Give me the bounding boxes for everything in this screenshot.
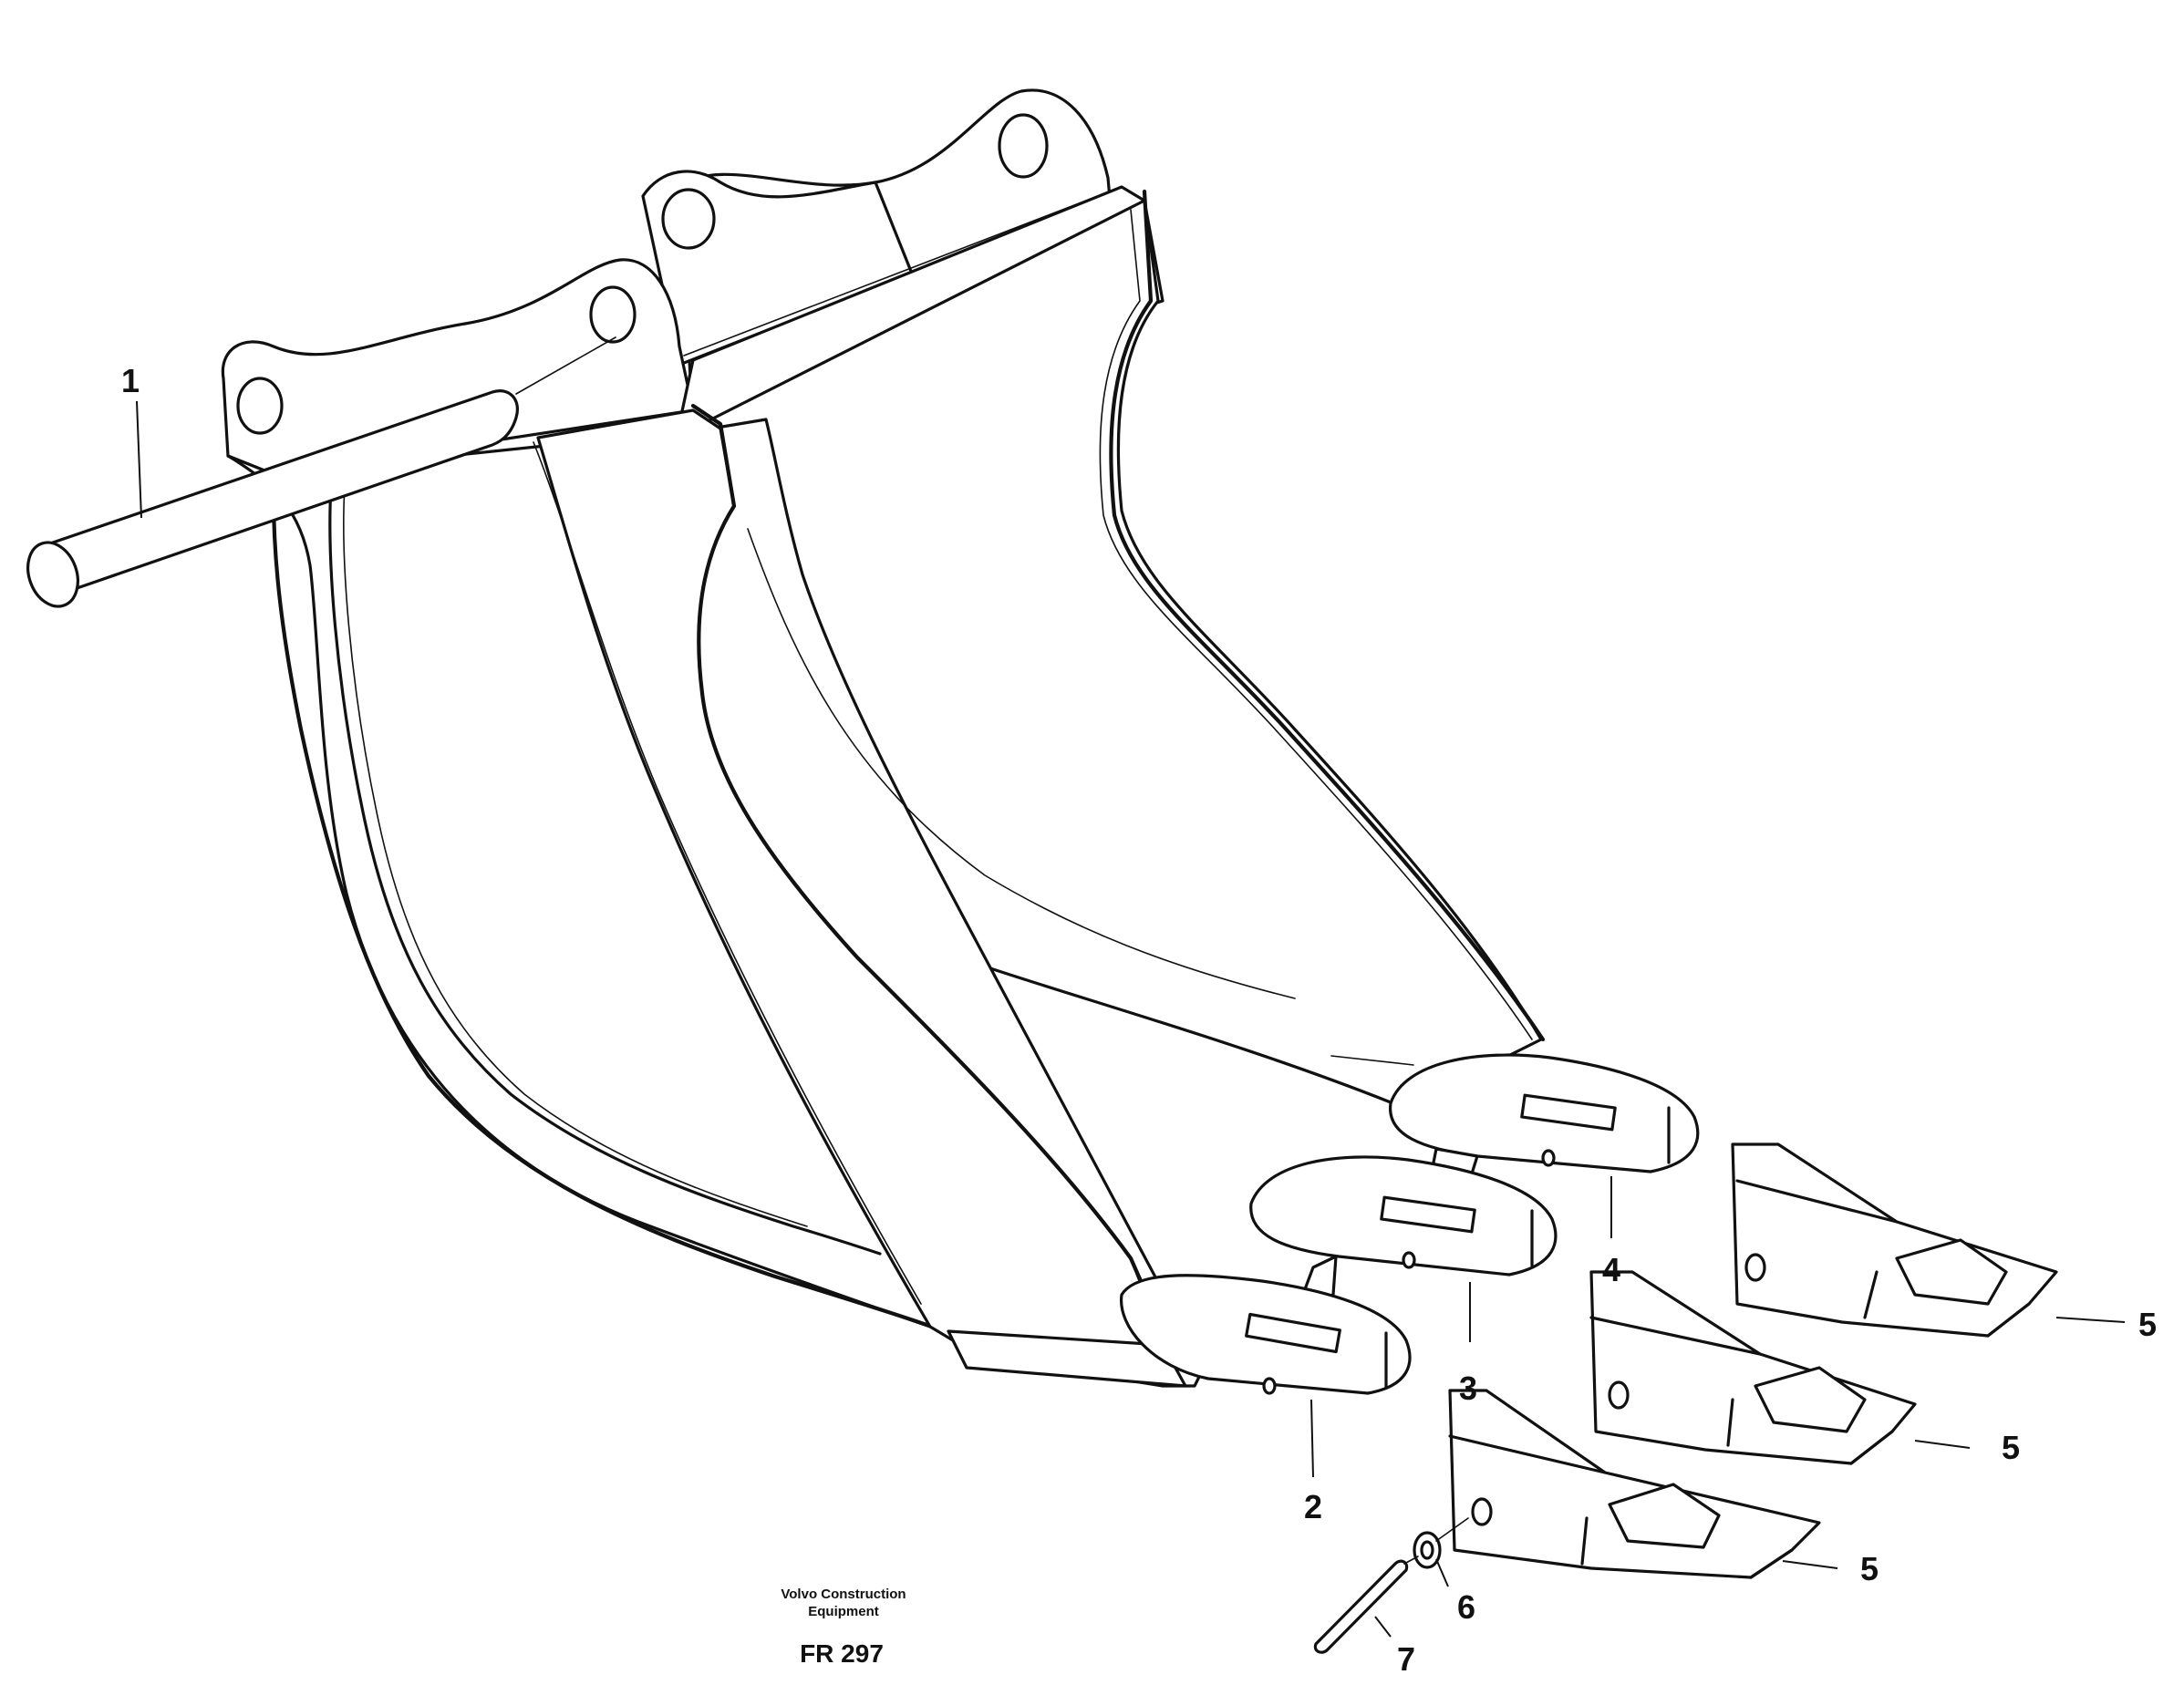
callout-4: 4 [1602, 1251, 1620, 1288]
lug-hole-left-outer [236, 377, 284, 435]
bucket-body [221, 88, 1546, 1388]
publisher-line-1: Volvo Construction [781, 1587, 906, 1602]
bucket-tooth-top [1731, 1142, 2058, 1338]
leader-lines [136, 400, 2126, 1638]
tooth-adapter-2 [1120, 1274, 1412, 1395]
tooth-adapter-3 [1249, 1155, 1558, 1306]
lug-hole-left-inner [589, 285, 637, 344]
publisher-line-2: Equipment [808, 1604, 879, 1619]
callout-labels: 1 2 3 4 5 5 5 6 7 [121, 362, 2157, 1678]
figure-credit: Volvo Construction Equipment FR 297 [781, 1587, 906, 1668]
lug-hole-middle [661, 188, 716, 250]
callout-2: 2 [1304, 1488, 1322, 1525]
callout-6: 6 [1457, 1588, 1475, 1626]
retainer-washer [1413, 1517, 1469, 1569]
bucket-tooth-middle [1589, 1270, 1917, 1465]
retainer-pin [1313, 1556, 1419, 1654]
bucket-pin [26, 336, 616, 608]
figure-code: FR 297 [800, 1639, 884, 1668]
callout-7: 7 [1397, 1640, 1415, 1678]
callout-5-bottom: 5 [1860, 1550, 1879, 1587]
bucket-tooth-bottom [1448, 1389, 1821, 1579]
callout-5-middle: 5 [2002, 1429, 2020, 1466]
lug-hole-right [998, 113, 1049, 179]
callout-5-top: 5 [2138, 1306, 2157, 1343]
callout-3: 3 [1459, 1370, 1477, 1407]
callout-1: 1 [121, 362, 140, 399]
